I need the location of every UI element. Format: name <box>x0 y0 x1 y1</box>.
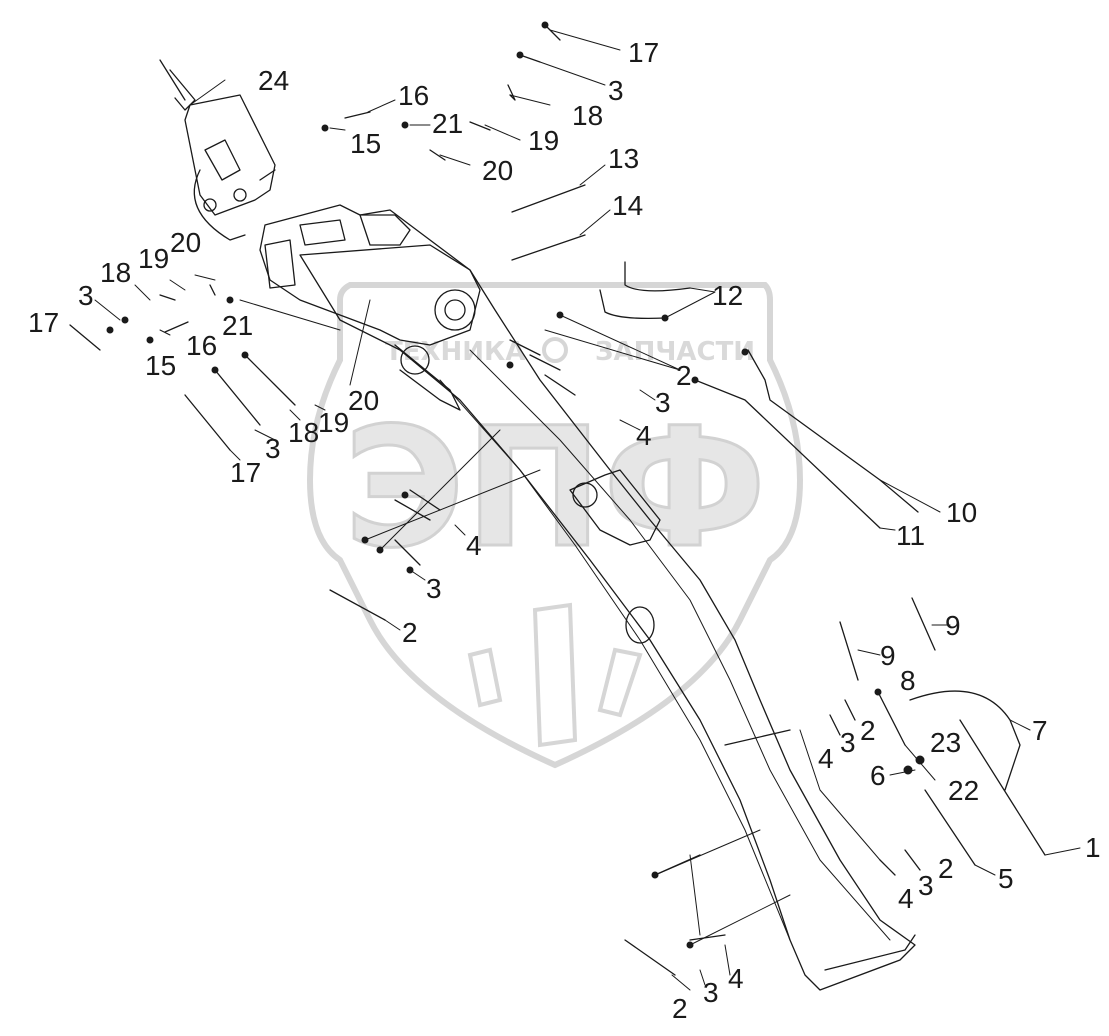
pipe-1 <box>959 719 1046 856</box>
callout-20: 20 <box>348 385 379 416</box>
gear-icon <box>542 337 568 363</box>
callout-21: 21 <box>432 108 463 139</box>
pipe-12 <box>624 261 691 292</box>
callout-10: 10 <box>946 497 977 528</box>
pipe-14 <box>511 234 586 261</box>
callout-20: 20 <box>170 227 201 258</box>
callout-2: 2 <box>860 715 876 746</box>
callout-13: 13 <box>608 143 639 174</box>
wheat-icon <box>467 602 643 748</box>
callout-4: 4 <box>818 743 834 774</box>
callout-11: 11 <box>896 520 925 551</box>
pipe-11 <box>694 379 881 529</box>
hydraulic-pipes <box>164 84 1046 866</box>
callout-8: 8 <box>900 665 916 696</box>
callout-1: 1 <box>1085 832 1101 863</box>
callout-3: 3 <box>426 573 442 604</box>
callout-3: 3 <box>608 75 624 106</box>
callout-17: 17 <box>628 37 659 68</box>
callout-4: 4 <box>898 883 914 914</box>
callout-22: 22 <box>948 775 979 806</box>
callout-19: 19 <box>318 407 349 438</box>
callout-3: 3 <box>265 433 281 464</box>
callout-2: 2 <box>938 853 954 884</box>
callout-16: 16 <box>398 80 429 111</box>
hose-16a <box>344 111 371 119</box>
callout-2: 2 <box>672 993 688 1024</box>
hose-16b <box>164 321 189 333</box>
callout-20: 20 <box>482 155 513 186</box>
callout-17: 17 <box>28 307 59 338</box>
callout-17: 17 <box>230 457 261 488</box>
callout-3: 3 <box>918 870 934 901</box>
pipe-9a <box>839 621 859 681</box>
callout-3: 3 <box>78 280 94 311</box>
pipe-12b <box>599 289 666 320</box>
callout-12: 12 <box>712 280 743 311</box>
callout-2: 2 <box>402 617 418 648</box>
pipe-10 <box>747 349 919 513</box>
watermark: ТЕХНИКА ЗАПЧАСТИ ЭПФ <box>306 282 804 769</box>
callout-18: 18 <box>100 257 131 288</box>
callout-labels: 24 16 21 15 19 20 17 3 18 13 14 12 20 19… <box>28 37 1101 1024</box>
watermark-shield <box>306 282 804 769</box>
callout-3: 3 <box>840 727 856 758</box>
callout-21: 21 <box>222 310 253 341</box>
pipe-13 <box>511 184 586 213</box>
callout-24: 24 <box>258 65 289 96</box>
pipe-8 <box>877 691 906 746</box>
callout-4: 4 <box>466 530 482 561</box>
watermark-brand-right: ЗАПЧАСТИ <box>595 337 755 367</box>
boom-arm <box>259 204 916 991</box>
callout-9: 9 <box>880 640 896 671</box>
pipe-9b <box>911 597 936 651</box>
clamp-fasteners <box>69 21 925 976</box>
callout-3: 3 <box>703 977 719 1008</box>
watermark-letters: ЭПФ <box>344 392 767 584</box>
callout-15: 15 <box>145 350 176 381</box>
callout-16: 16 <box>186 330 217 361</box>
callout-23: 23 <box>930 727 961 758</box>
callout-18: 18 <box>572 100 603 131</box>
leader-lines <box>94 29 1081 991</box>
callout-19: 19 <box>528 125 559 156</box>
pipe-5 <box>924 789 976 866</box>
pipe-18 <box>507 84 516 101</box>
callout-3: 3 <box>655 387 671 418</box>
callout-4: 4 <box>636 420 652 451</box>
callout-19: 19 <box>138 243 169 274</box>
callout-9: 9 <box>945 610 961 641</box>
callout-2: 2 <box>676 360 692 391</box>
callout-6: 6 <box>870 760 886 791</box>
callout-4: 4 <box>728 963 744 994</box>
callout-7: 7 <box>1032 715 1048 746</box>
callout-5: 5 <box>998 863 1014 894</box>
callout-15: 15 <box>350 128 381 159</box>
callout-18: 18 <box>288 417 319 448</box>
callout-14: 14 <box>612 190 643 221</box>
